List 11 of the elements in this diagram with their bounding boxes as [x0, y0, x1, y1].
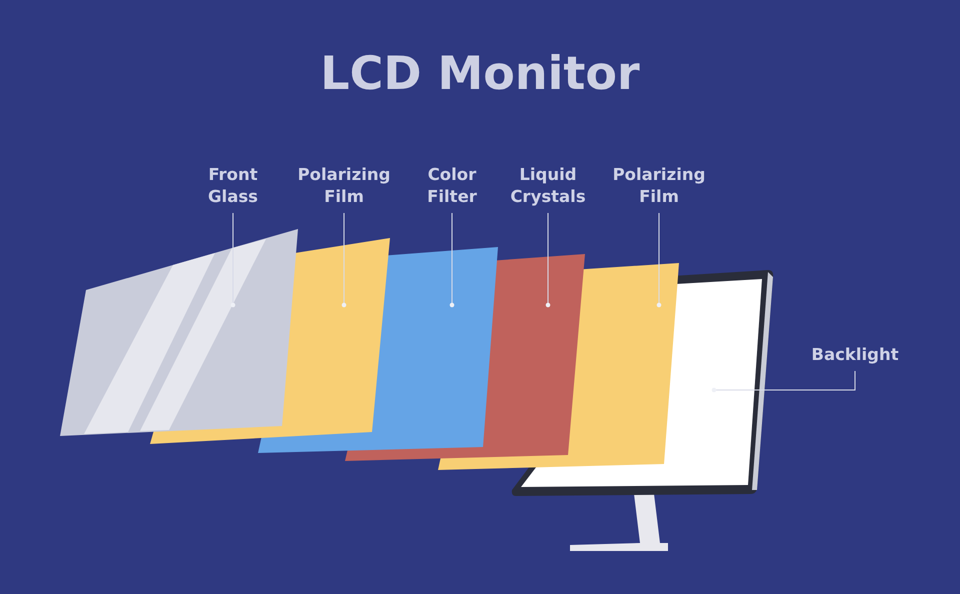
- leader-line: [230, 212, 236, 308]
- layer-label: Polarizing Film: [289, 164, 399, 208]
- leader-line: [450, 212, 454, 308]
- layer-label: Backlight: [800, 344, 910, 366]
- leader-line: [546, 212, 550, 308]
- title: LCD Monitor: [319, 46, 641, 100]
- layer-label: Polarizing Film: [604, 164, 714, 208]
- leader-line: [712, 370, 856, 392]
- layer-label: Front Glass: [188, 164, 278, 208]
- leader-line: [656, 212, 662, 308]
- leader-line: [342, 212, 346, 308]
